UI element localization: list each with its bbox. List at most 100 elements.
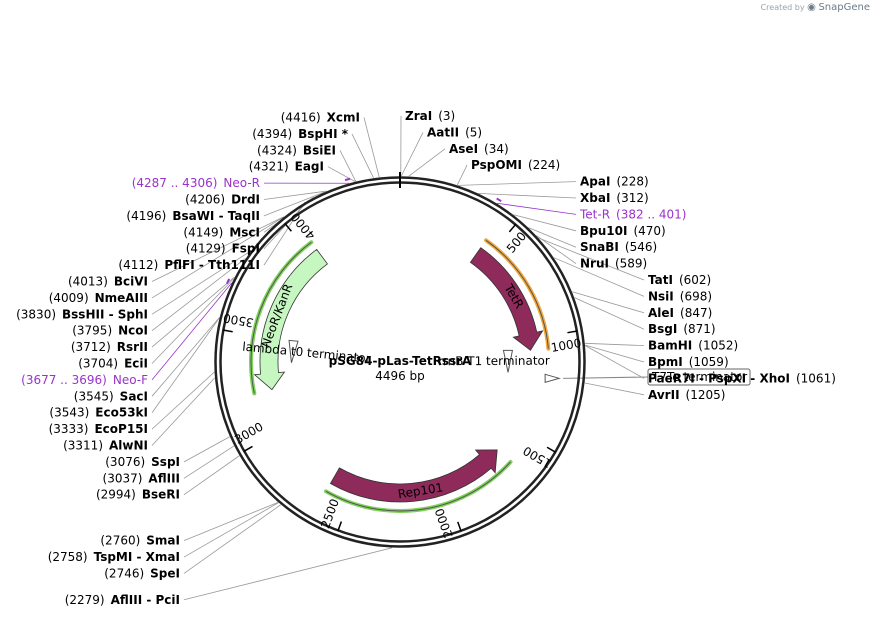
t7te-label: T7Te terminator bbox=[651, 370, 747, 384]
site-name: PaeR7I - PspXI - XhoI bbox=[648, 371, 790, 385]
site-position: (4206) bbox=[185, 193, 225, 207]
tick-mark-500 bbox=[508, 223, 517, 233]
feature-arrow-0 bbox=[469, 247, 544, 351]
tick-mark-2000 bbox=[457, 521, 462, 532]
leader-saci bbox=[151, 317, 220, 397]
site-name: SmaI bbox=[146, 534, 180, 548]
leader-snabi bbox=[528, 227, 577, 248]
site-name: DrdI bbox=[231, 193, 260, 207]
site-position: (3333) bbox=[49, 422, 89, 436]
site-position: (2746) bbox=[104, 566, 144, 580]
leader-smai bbox=[183, 502, 279, 542]
feature-accent-line-2 bbox=[250, 241, 312, 394]
snapgene-credit: Created by ◉ SnapGene bbox=[761, 2, 870, 13]
leader-tspmi-xmai bbox=[183, 502, 279, 558]
tick-label-2500: 2500 bbox=[318, 497, 342, 531]
leader-tet-r bbox=[496, 202, 577, 215]
leader-drdi bbox=[263, 190, 327, 200]
site-label-bsgi: BsgI(871) bbox=[648, 322, 716, 336]
leader-bsawi-taqii bbox=[263, 191, 325, 217]
site-label-xbai: XbaI(312) bbox=[580, 191, 649, 205]
site-position: (4394) bbox=[252, 127, 292, 141]
site-position: (3311) bbox=[63, 439, 103, 453]
tick-mark-4000 bbox=[284, 223, 292, 232]
leader-bpu10i bbox=[513, 214, 577, 232]
site-name: Tet-R bbox=[579, 207, 610, 221]
leader-bamhi bbox=[585, 342, 645, 347]
site-name: BsaWI - TaqII bbox=[172, 209, 260, 223]
leader-lines bbox=[151, 116, 649, 601]
site-name: AvrII bbox=[648, 388, 680, 402]
plasmid-size: 4496 bp bbox=[375, 369, 425, 383]
feature-arrow-2 bbox=[253, 248, 328, 391]
site-name: Eco53kI bbox=[95, 406, 148, 420]
site-label-bpmi: BpmI(1059) bbox=[648, 355, 729, 369]
site-label-xcmi: (4416)XcmI bbox=[281, 111, 360, 125]
site-position: (602) bbox=[679, 273, 711, 287]
site-label-bamhi: BamHI(1052) bbox=[648, 339, 738, 353]
site-name: FspI bbox=[232, 242, 260, 256]
leader-bcivi bbox=[151, 216, 284, 282]
site-label-bpu10i: Bpu10I(470) bbox=[580, 224, 666, 238]
tick-mark-1000 bbox=[567, 330, 578, 334]
site-label-nsii: NsiI (698) bbox=[648, 289, 712, 303]
leader-xbai bbox=[478, 193, 577, 199]
leader-asei bbox=[408, 148, 446, 177]
site-label-nrui: NruI(589) bbox=[580, 257, 647, 271]
site-label-ecop15i: (3333)EcoP15I bbox=[49, 422, 148, 436]
site-label-tati: TatI(602) bbox=[648, 273, 711, 287]
terminator-label-3: rrnB T1 terminator bbox=[438, 354, 550, 369]
site-position: (3037) bbox=[103, 471, 143, 485]
site-position: (4149) bbox=[183, 225, 223, 239]
plasmid-center: pSG84-pLas-TetRssrA 4496 bp bbox=[329, 354, 472, 383]
terminator-mark-3 bbox=[502, 349, 514, 373]
feature-arrow-1 bbox=[329, 449, 498, 503]
site-label-paer7i-pspxi-xhoi: PaeR7I - PspXI - XhoI(1061) bbox=[648, 371, 836, 385]
site-position: (698) bbox=[680, 289, 712, 303]
site-label-nmeaiii: (4009)NmeAIII bbox=[49, 291, 148, 305]
site-name: AflIII bbox=[148, 471, 180, 485]
snapgene-logo-icon: ◉ bbox=[807, 2, 816, 13]
site-position: (382 .. 401) bbox=[616, 207, 686, 221]
tick-label-1500: 1500 bbox=[521, 443, 554, 470]
tick-mark-3000 bbox=[243, 445, 253, 453]
site-position: (224) bbox=[528, 158, 560, 172]
site-label-msci: (4149)MscI bbox=[183, 225, 260, 239]
site-position: (470) bbox=[633, 224, 665, 238]
tick-mark-1500 bbox=[546, 446, 557, 453]
site-name: NsiI bbox=[648, 289, 674, 303]
site-label-rsrii: (3712)RsrII bbox=[71, 340, 148, 354]
site-position: (5) bbox=[465, 125, 482, 139]
leader-neo-f bbox=[151, 282, 232, 381]
site-label-smai: (2760)SmaI bbox=[100, 534, 180, 548]
primer-label-tet-r: Tet-R (382 .. 401) bbox=[579, 207, 686, 221]
site-name: XcmI bbox=[327, 111, 360, 125]
site-position: (4324) bbox=[257, 143, 297, 157]
site-position: (4321) bbox=[249, 160, 289, 174]
site-name: Neo-R bbox=[223, 176, 260, 190]
leader-bsshii-sphi bbox=[151, 250, 252, 315]
site-name: TspMI - XmaI bbox=[94, 550, 180, 564]
site-label-saci: (3545)SacI bbox=[74, 389, 148, 403]
site-name: BamHI bbox=[648, 339, 692, 353]
leader-ecii bbox=[151, 278, 234, 364]
site-position: (1059) bbox=[689, 355, 729, 369]
site-label-bseri: (2994)BseRI bbox=[96, 488, 180, 502]
site-label-ecii: (3704)EciI bbox=[78, 357, 148, 371]
site-position: (4013) bbox=[68, 275, 108, 289]
site-label-asei: AseI(34) bbox=[449, 142, 509, 156]
site-position: (3704) bbox=[78, 357, 118, 371]
site-position: (3543) bbox=[49, 406, 89, 420]
leader-bseri bbox=[183, 455, 240, 496]
leader-spei bbox=[183, 504, 281, 574]
site-label-tspmi-xmai: (2758)TspMI - XmaI bbox=[48, 550, 180, 564]
site-label-avrii: AvrII(1205) bbox=[648, 388, 725, 402]
site-position: (4129) bbox=[186, 242, 226, 256]
site-position: (4009) bbox=[49, 291, 89, 305]
site-position: (4196) bbox=[126, 209, 166, 223]
site-name: ApaI bbox=[580, 175, 610, 189]
site-label-bsphi-: (4394)BspHI * bbox=[252, 127, 348, 141]
leader-rsrii bbox=[151, 276, 235, 348]
leader-eagi bbox=[327, 166, 356, 182]
